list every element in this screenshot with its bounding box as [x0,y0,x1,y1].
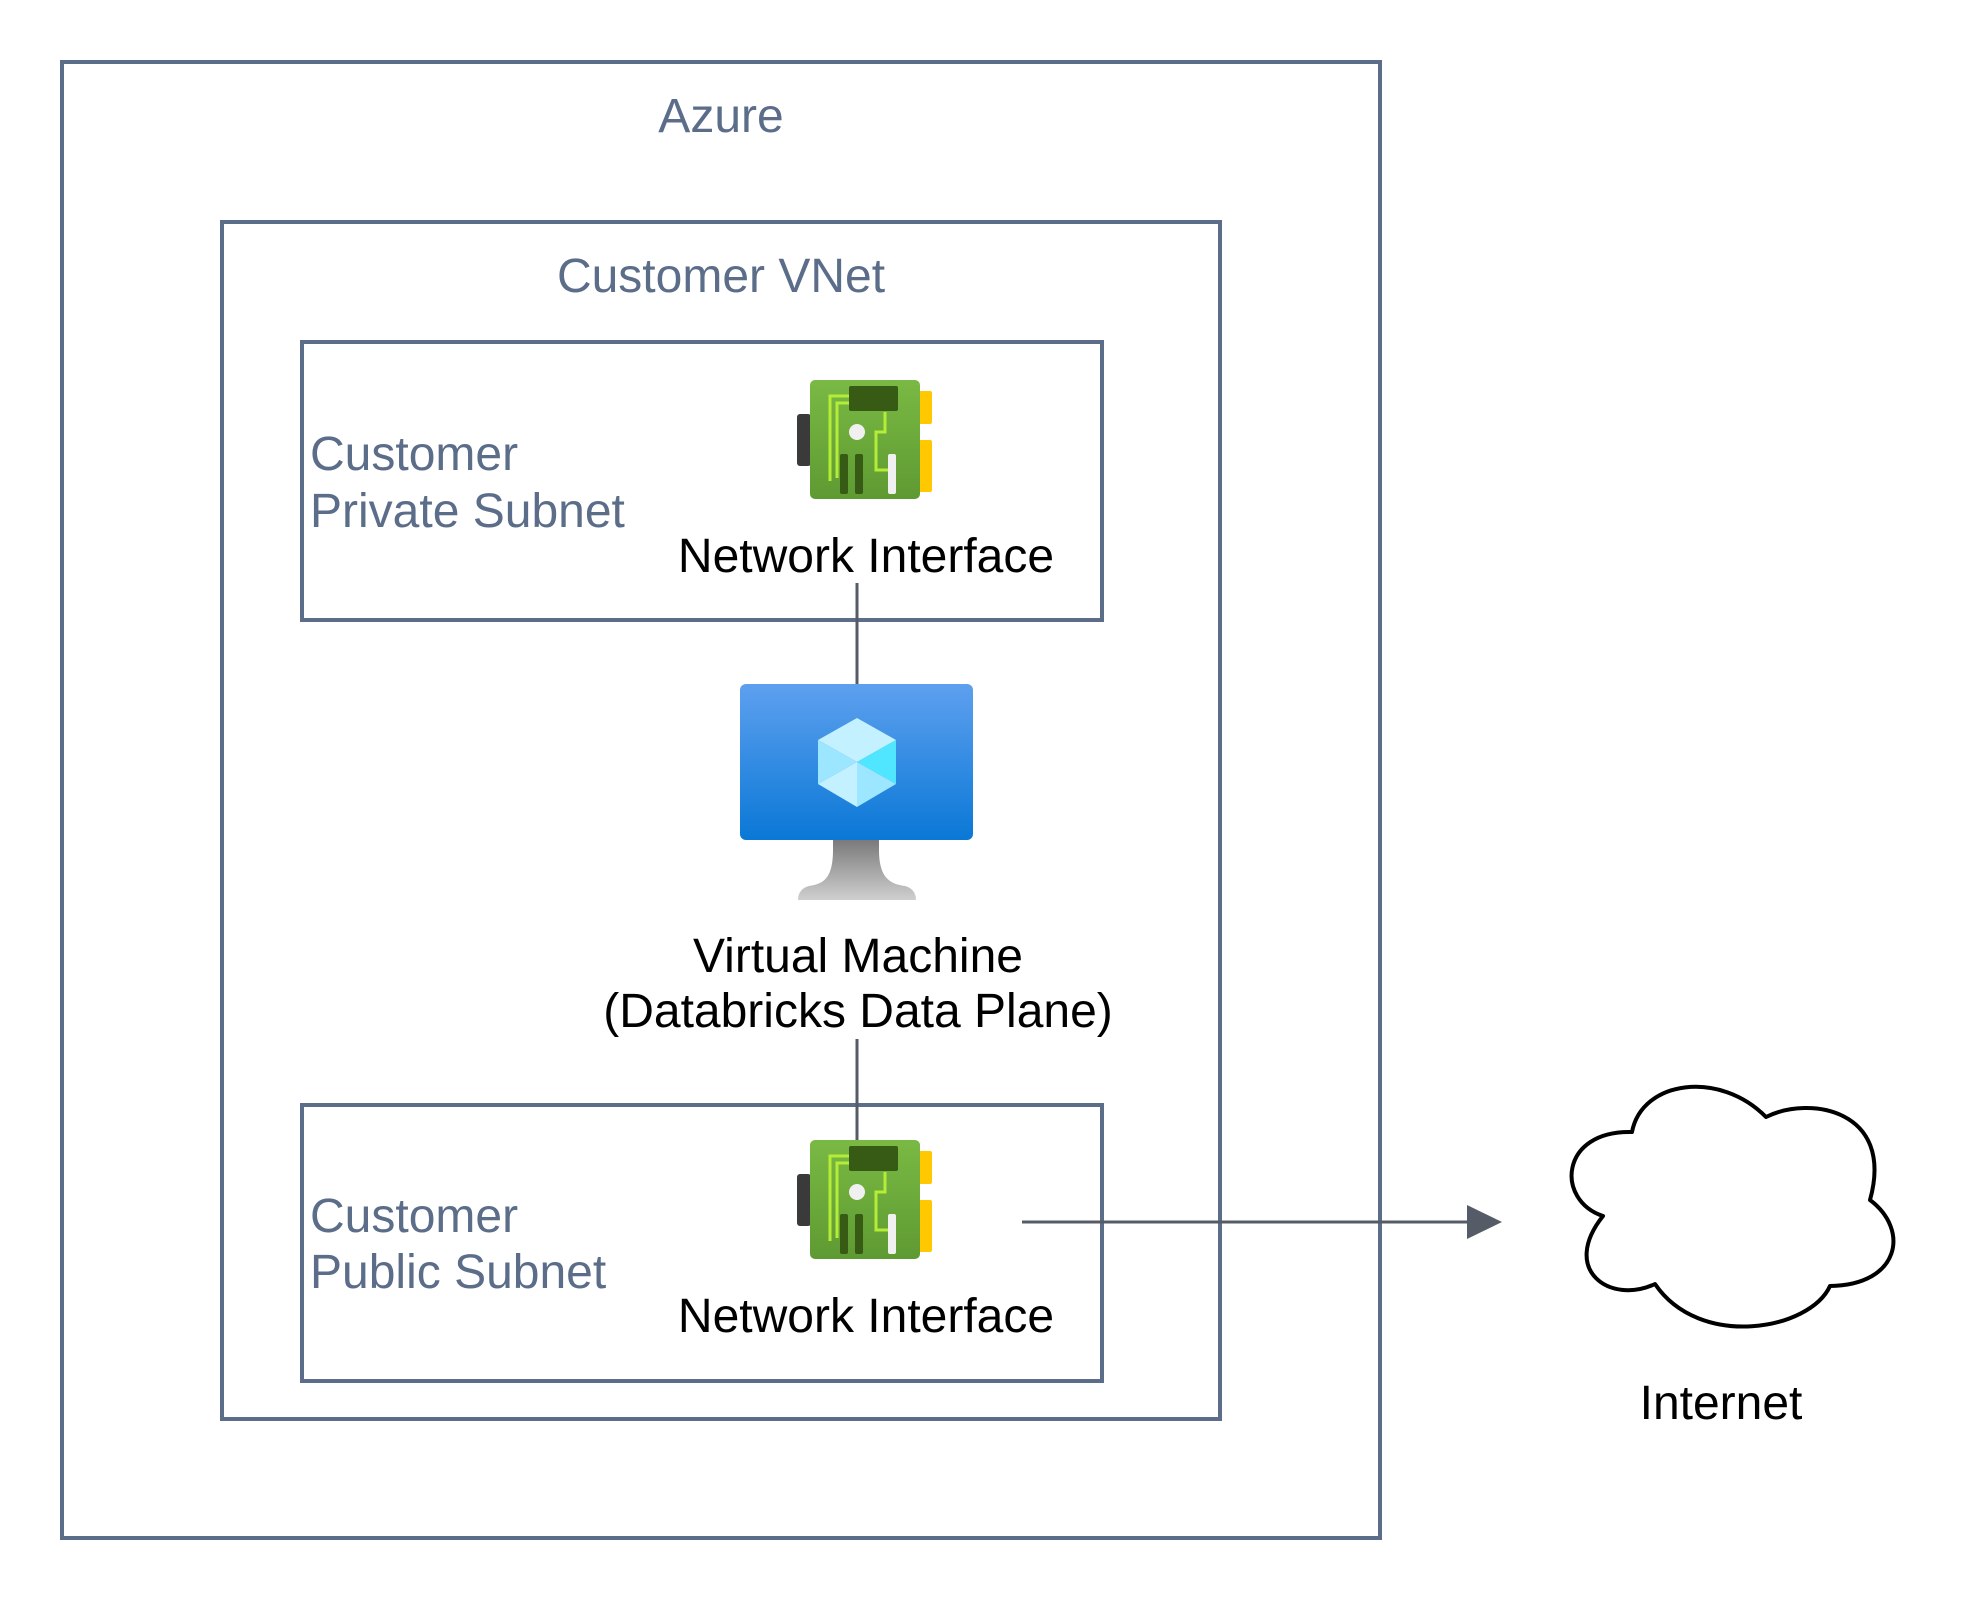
internet-label: Internet [1640,1377,1803,1430]
private-nic-node[interactable]: Network Interface [678,378,1054,583]
network-interface-icon [795,378,934,501]
cloud-icon [1569,1084,1896,1329]
internet-node[interactable]: Internet [1569,1084,1896,1430]
virtual-machine-icon [740,684,973,900]
vnet-group: Customer VNet [220,220,1222,1421]
private-nic-label: Network Interface [678,530,1054,583]
azure-group-label: Azure [658,90,783,143]
vnet-group-label: Customer VNet [557,250,885,303]
public-subnet-label-line1: Customer [310,1190,518,1243]
public-subnet-group: Customer Public Subnet [300,1103,1104,1383]
arrow-head-icon [1467,1205,1502,1239]
private-subnet-label-line1: Customer [310,428,518,481]
azure-group: Azure [60,60,1382,1540]
azure-group-border [60,60,1382,1540]
vm-label-line2: (Databricks Data Plane) [603,985,1113,1038]
vm-node[interactable]: Virtual Machine (Databricks Data Plane) [603,684,1113,1038]
vm-label-line1: Virtual Machine [693,930,1023,983]
public-nic-node[interactable]: Network Interface [678,1138,1054,1343]
public-subnet-label-line2: Public Subnet [310,1246,606,1299]
network-interface-icon [795,1138,934,1261]
private-subnet-border [300,340,1104,622]
public-subnet-border [300,1103,1104,1383]
edge-public-nic-to-internet [1022,1205,1502,1239]
private-subnet-group: Customer Private Subnet [300,340,1104,622]
private-subnet-label-line2: Private Subnet [310,485,625,538]
vnet-group-border [220,220,1222,1421]
cube-icon [818,718,896,807]
public-nic-label: Network Interface [678,1290,1054,1343]
